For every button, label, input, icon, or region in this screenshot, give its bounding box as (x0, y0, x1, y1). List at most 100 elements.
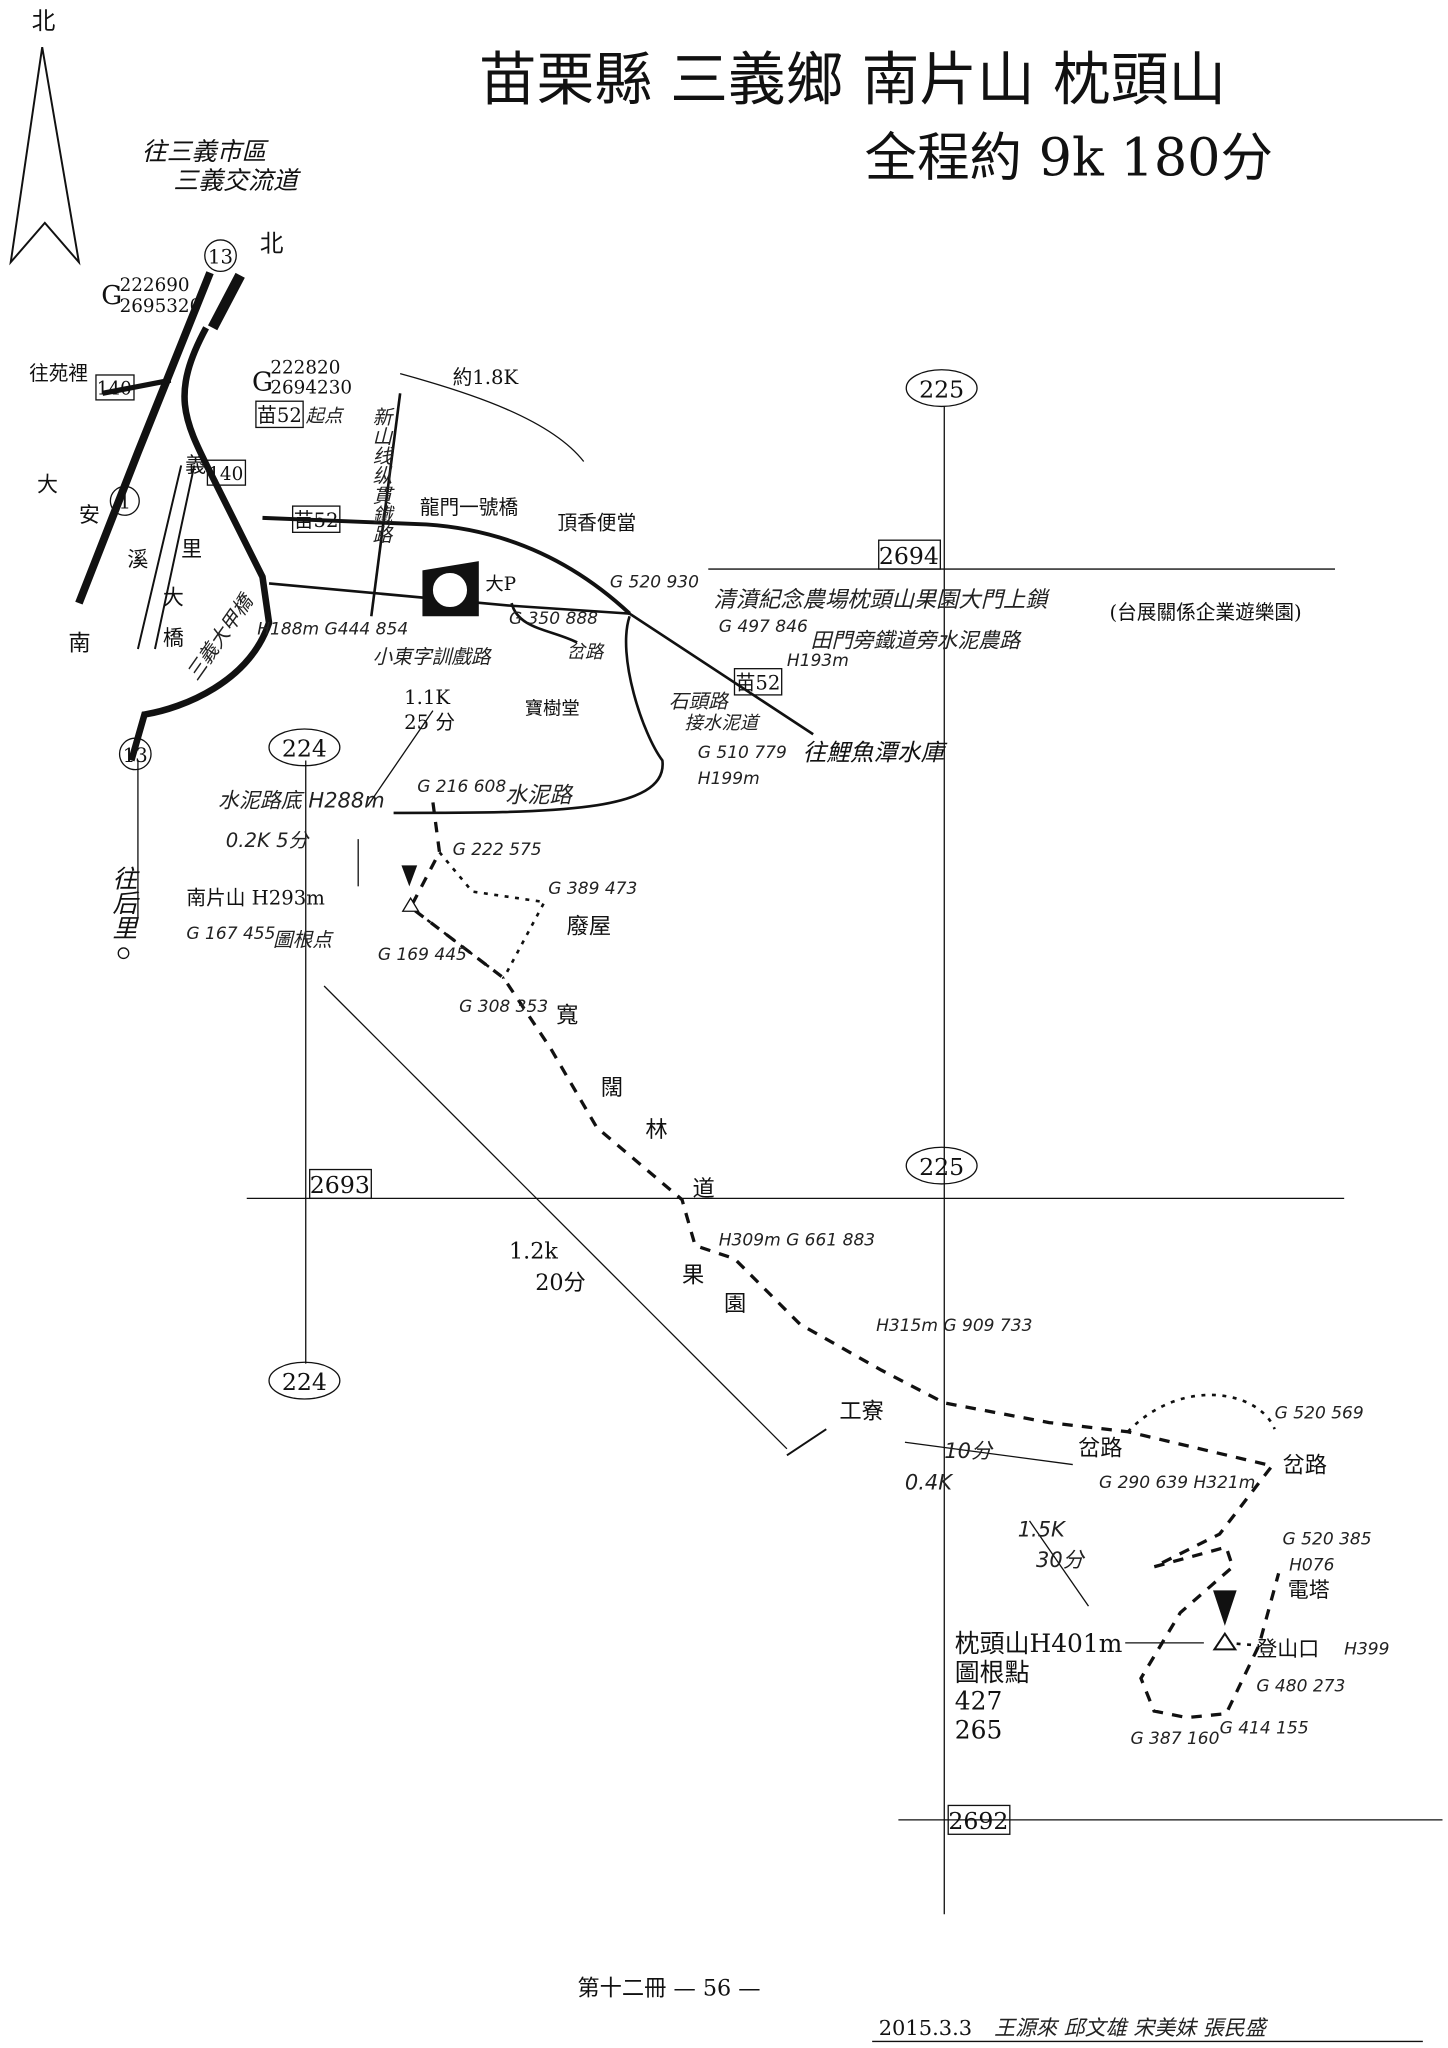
gps-reading: G 350 888 (509, 609, 598, 629)
gps-reading: H076 (1289, 1556, 1334, 1576)
gps-reading: G 520 385 (1283, 1530, 1372, 1550)
grid-label-224: 224 (282, 1368, 327, 1396)
distance-label: 1.5K (1018, 1518, 1067, 1542)
label-hut: 工寮 (839, 1399, 884, 1425)
road-13-label: 13 (208, 246, 233, 269)
label-bento: 頂香便當 (557, 512, 636, 535)
label-longmen-bridge: 龍門一號橋 (420, 496, 519, 519)
gps-reading: G 169 445 (378, 945, 467, 965)
triangulation-point-icon (401, 896, 420, 912)
label-south: 南 (68, 630, 90, 656)
label-start: 起点 (306, 406, 345, 427)
road-miao52-label: 苗52 (257, 404, 302, 427)
label-river: 溪 (127, 547, 148, 571)
time-label: 25 分 (404, 711, 455, 734)
coord-e: 222820 (270, 358, 340, 379)
distance-label: 1.1K (404, 686, 450, 709)
label-orchard: 果 (682, 1262, 704, 1288)
label-farm: 清濆紀念農場枕頭山果園大門上鎖 (714, 587, 1051, 613)
label-farm-road: 田門旁鐵道旁水泥農路 (811, 629, 1023, 653)
grid-label-224: 224 (282, 735, 327, 763)
endpoint-marker-icon (117, 947, 130, 960)
label-side-road: 小東字訓戲路 (373, 645, 493, 668)
survey-authors: 王源來 邱文雄 宋美妹 張民盛 (994, 2016, 1269, 2040)
parking-icon (422, 561, 479, 617)
label-railway: 新山线纵貫鐵路 (369, 406, 392, 544)
gps-reading: H399 (1344, 1640, 1389, 1660)
g-prefix: G (252, 368, 273, 398)
label-bridge: 義 (185, 453, 206, 477)
label-dajia-bridge: 三義大甲橋 (182, 589, 259, 685)
grid-label-2694: 2694 (879, 542, 939, 570)
highway-roads (75, 271, 814, 918)
gps-reading: G 520 569 (1275, 1404, 1364, 1424)
road-13-label: 13 (123, 744, 148, 767)
distance-label: 約1.8K (453, 366, 519, 389)
label-trailhead: 登山口 (1256, 1637, 1319, 1661)
label-forest-road: 道 (693, 1176, 715, 1202)
label-fork: 岔路 (1283, 1452, 1328, 1478)
gps-reading: G 389 473 (548, 879, 637, 899)
label-ruin: 廢屋 (567, 914, 612, 940)
gps-reading: G 414 155 (1220, 1718, 1309, 1738)
gps-reading: G 520 930 (610, 572, 699, 592)
gps-reading: H315m G 909 733 (876, 1316, 1032, 1336)
distance-labels: 約1.8K 1.1K 25 分 0.2K 5分 1.2k 20分 10分 0.4… (226, 366, 1086, 1572)
gps-reading: G 167 455 (186, 924, 275, 944)
road-1-label: 1 (119, 491, 132, 514)
label-parking: 大P (485, 574, 516, 595)
gps-reading: H309m G 661 883 (719, 1231, 875, 1251)
coord-n: 2695320 (120, 296, 202, 317)
label-zhentou-peak: 枕頭山H401m (955, 1629, 1123, 1658)
gps-reading: G 290 639 H321m (1099, 1473, 1255, 1493)
gps-readings: G 350 888 H188m G444 854 G 520 930 G 497… (186, 572, 1389, 1748)
label-cement-road-end: 水泥路底 H288m (218, 789, 385, 813)
peak-marker-icon (401, 865, 418, 887)
gps-reading: H193m (787, 651, 849, 671)
triangulation-point-icon (1212, 1631, 1238, 1651)
time-label: 20分 (535, 1270, 586, 1296)
map-subtitle: 全程約 9k 180分 (865, 128, 1273, 189)
gps-reading: H188m G444 854 (257, 620, 408, 640)
g-prefix: G (101, 281, 122, 311)
label-stone-road: 石頭路 (669, 690, 730, 713)
gps-reading: G 480 273 (1256, 1676, 1345, 1696)
label-nanpian-peak: 南片山 H293m (186, 887, 325, 910)
coord-n: 2694230 (270, 377, 352, 398)
label-forest-road: 寬 (556, 1003, 578, 1029)
coord-e: 222690 (120, 275, 190, 296)
label-zhentou-note: 圖根點 (955, 1658, 1030, 1687)
north-arrow-icon: 北 (9, 7, 81, 266)
label-forest-road: 闊 (601, 1075, 623, 1101)
time-label: 30分 (1036, 1548, 1086, 1572)
road-miao52-label: 苗52 (736, 672, 781, 695)
label-zhentou-number: 427 (955, 1687, 1003, 1716)
peak-marker-icon (1213, 1590, 1237, 1626)
label-cement-road: 水泥路 (505, 782, 574, 808)
place-labels: 起点 新山线纵貫鐵路 大 安 溪 義 里 大 橋 三義大甲橋 龍門一號橋 頂香便… (37, 406, 1330, 1744)
grid-label-225: 225 (919, 375, 964, 403)
north-label: 北 (32, 7, 56, 35)
label-bridge: 里 (181, 537, 202, 561)
label-fork: 岔路 (1078, 1435, 1123, 1461)
label-fork-road: 岔路 (567, 642, 605, 663)
label-farm-note: (台展關係企業遊樂園) (1109, 601, 1301, 624)
grid-labels: 225 225 224 224 2694 2693 2692 (268, 369, 1011, 1835)
label-bridge: 橋 (163, 626, 184, 650)
distance-label: 1.2k (509, 1239, 558, 1265)
gps-reading: G 510 779 (698, 743, 787, 763)
grid-label-225: 225 (919, 1153, 964, 1181)
survey-date: 2015.3.3 (879, 2016, 972, 2040)
gps-reading: H199m (698, 769, 760, 789)
grid-lines (246, 406, 1443, 1915)
label-temple: 寶樹堂 (525, 699, 580, 720)
gps-reading: G 216 608 (417, 777, 506, 797)
label-river: 安 (79, 503, 100, 527)
label-power-tower: 電塔 (1288, 1578, 1330, 1602)
label-river: 大 (37, 473, 58, 497)
label-cement-road: 接水泥道 (685, 713, 761, 734)
direction-labels: 往三義市區 三義交流道 北 往苑裡 往鯉魚潭水庫 南 往后里 (29, 137, 948, 960)
hiking-trail (323, 710, 1281, 1720)
gps-reading: G 497 846 (719, 617, 808, 637)
